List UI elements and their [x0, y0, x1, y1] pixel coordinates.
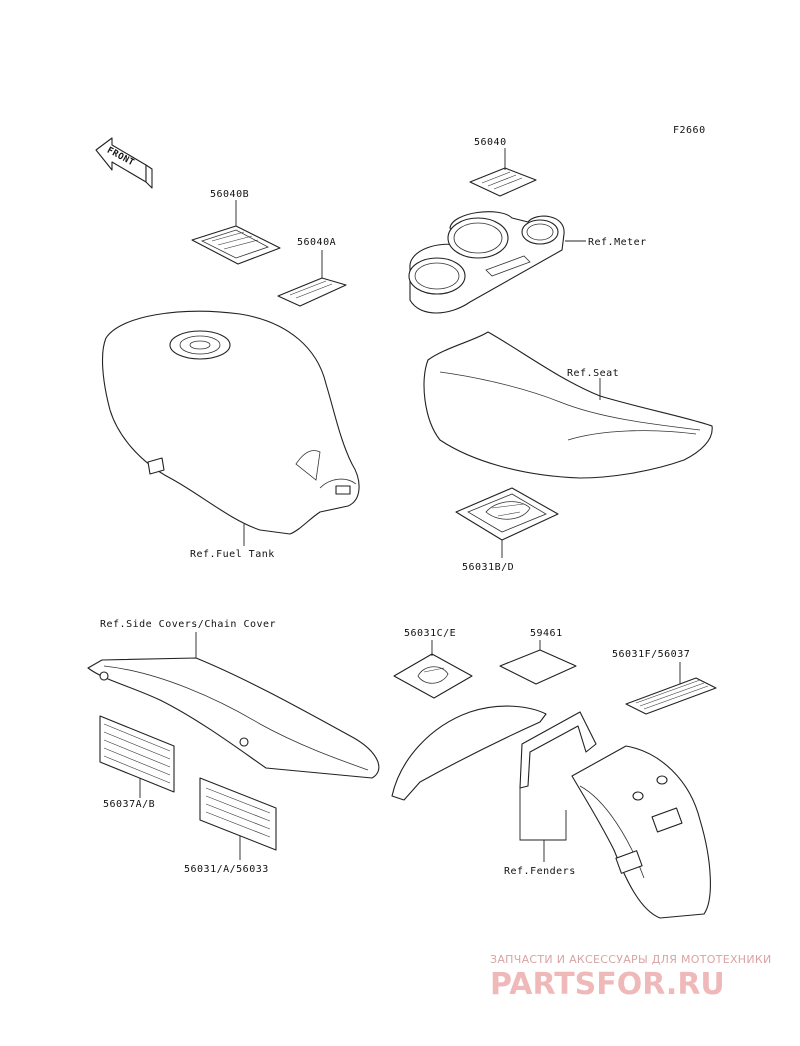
figure-code: F2660	[673, 125, 706, 136]
decal-56040: 56040	[469, 137, 537, 197]
watermark-tagline: ЗАПЧАСТИ И АКСЕССУАРЫ ДЛЯ МОТОТЕХНИКИ	[490, 953, 772, 966]
label-ref-meter: Ref.Meter	[588, 237, 647, 248]
label-ref-side-covers: Ref.Side Covers/Chain Cover	[100, 619, 276, 630]
label-56040b: 56040B	[210, 189, 249, 200]
decal-59461: 59461	[499, 628, 577, 685]
label-ref-seat: Ref.Seat	[567, 368, 619, 379]
decal-56040a: 56040A	[277, 237, 347, 307]
label-ref-fuel-tank: Ref.Fuel Tank	[190, 549, 275, 560]
side-chain-cover: Ref.Side Covers/Chain Cover	[87, 619, 380, 779]
label-ref-fenders: Ref.Fenders	[504, 866, 576, 877]
decal-56037ab: 56037A/B	[99, 715, 175, 810]
label-56031a-56033: 56031/A/56033	[184, 864, 269, 875]
label-56037ab: 56037A/B	[103, 799, 155, 810]
label-56040a: 56040A	[297, 237, 336, 248]
front-fender	[391, 705, 597, 801]
decal-56031f-56037: 56031F/56037	[612, 649, 717, 715]
label-56031ce: 56031C/E	[404, 628, 456, 639]
watermark-logo: PARTSFOR.RU	[490, 967, 725, 1002]
watermark: ЗАПЧАСТИ И АКСЕССУАРЫ ДЛЯ МОТОТЕХНИКИ PA…	[490, 953, 772, 1002]
label-56040: 56040	[474, 137, 507, 148]
decal-56031ce: 56031C/E	[393, 628, 473, 699]
rear-fender: Ref.Fenders	[504, 745, 711, 919]
decal-56040b: 56040B	[191, 189, 281, 265]
label-59461: 59461	[530, 628, 563, 639]
fuel-tank: Ref.Fuel Tank	[102, 310, 360, 560]
seat: Ref.Seat	[423, 331, 713, 479]
label-56031f-56037: 56031F/56037	[612, 649, 690, 660]
front-arrow-icon: FRONT	[95, 137, 153, 189]
decal-56031bd: 56031B/D	[455, 487, 559, 573]
label-56031bd: 56031B/D	[462, 562, 514, 573]
decal-56031a-56033: 56031/A/56033	[184, 777, 277, 875]
meter-assembly: Ref.Meter	[408, 211, 647, 314]
